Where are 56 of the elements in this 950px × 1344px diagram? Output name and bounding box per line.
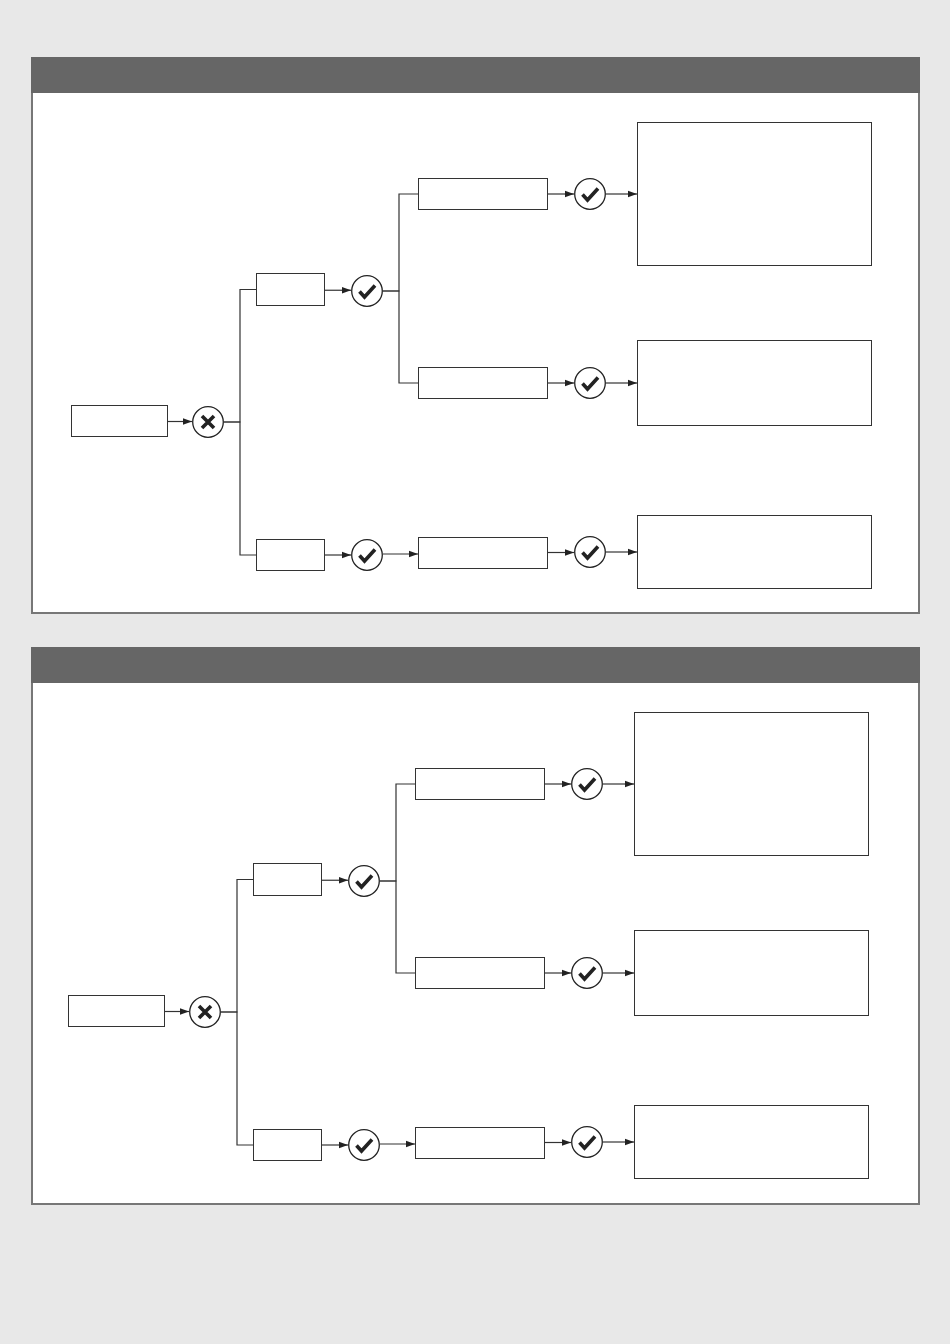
empty-box [637, 515, 872, 589]
empty-box [253, 1129, 322, 1161]
empty-box [68, 995, 165, 1027]
arrow [605, 190, 638, 198]
arrow [324, 551, 352, 559]
connector-line [223, 421, 257, 556]
check-circle-icon [351, 539, 383, 571]
check-circle-icon [351, 275, 383, 307]
empty-box [634, 930, 869, 1016]
arrow [382, 550, 419, 558]
check-circle-icon [348, 1129, 380, 1161]
arrow [379, 1140, 416, 1148]
arrow [547, 549, 575, 556]
empty-box [637, 122, 872, 266]
empty-box [415, 1127, 545, 1159]
empty-box [71, 405, 168, 437]
arrow [602, 969, 635, 977]
check-circle-icon [574, 178, 606, 210]
empty-box [634, 1105, 869, 1179]
arrow [602, 780, 635, 788]
cross-circle-icon [192, 406, 224, 438]
panel [31, 647, 920, 1205]
empty-box [415, 957, 545, 989]
check-circle-icon [574, 536, 606, 568]
arrow [544, 1139, 572, 1146]
empty-box [415, 768, 545, 800]
arrow [167, 418, 193, 425]
arrow [605, 379, 638, 387]
empty-box [634, 712, 869, 856]
empty-box [256, 273, 325, 306]
check-circle-icon [571, 768, 603, 800]
empty-box [253, 863, 322, 896]
check-circle-icon [571, 957, 603, 989]
arrow [605, 548, 638, 556]
arrow [544, 780, 572, 788]
check-circle-icon [574, 367, 606, 399]
connector-line [382, 290, 419, 384]
check-circle-icon [348, 865, 380, 897]
arrow [547, 190, 575, 198]
empty-box [418, 178, 548, 210]
connector-line [220, 1011, 254, 1146]
arrow [164, 1008, 190, 1015]
arrow [321, 877, 349, 884]
check-circle-icon [571, 1126, 603, 1158]
empty-box [418, 367, 548, 399]
connector-line [379, 880, 416, 974]
arrow [602, 1138, 635, 1146]
empty-box [418, 537, 548, 569]
panel [31, 57, 920, 614]
arrow [547, 379, 575, 387]
arrow [321, 1141, 349, 1149]
cross-circle-icon [189, 996, 221, 1028]
arrow [544, 969, 572, 977]
empty-box [256, 539, 325, 571]
arrow [324, 287, 352, 294]
empty-box [637, 340, 872, 426]
